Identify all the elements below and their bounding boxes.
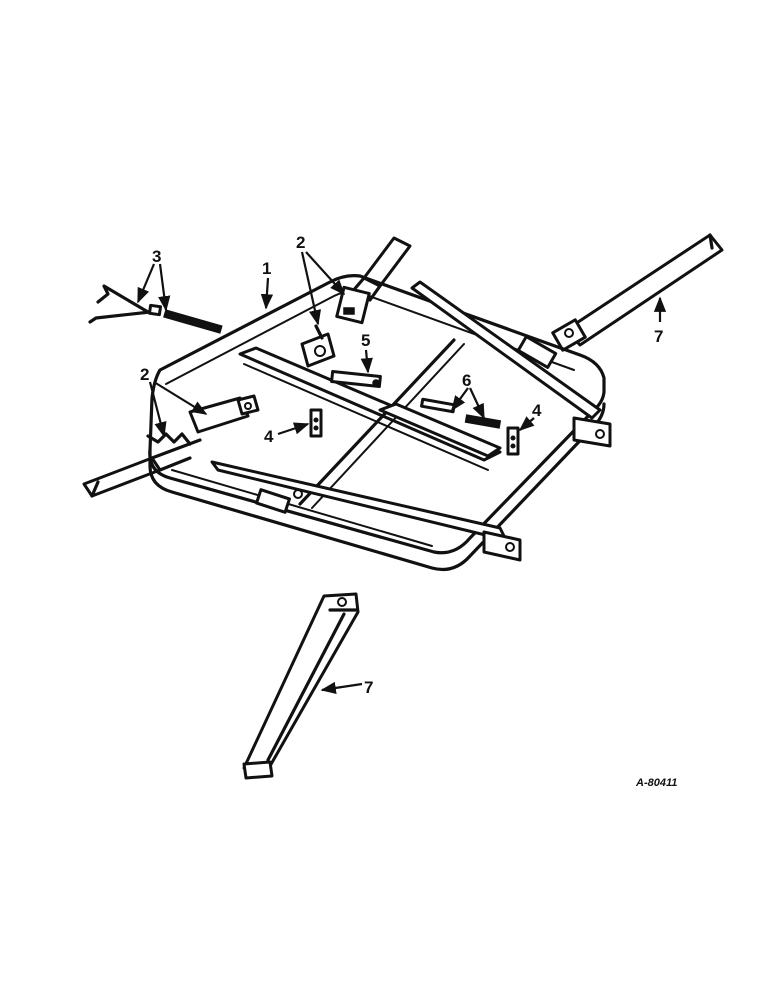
- callouts: 1 2 2 3 4 4 5 6 7 7: [140, 233, 663, 697]
- callout-4-left: 4: [264, 427, 274, 446]
- bracket-upper: [300, 285, 371, 368]
- callout-2-left: 2: [140, 365, 149, 384]
- frame-cross-members: [238, 338, 502, 509]
- brace-bar-front: [210, 460, 508, 542]
- stud-left: [309, 408, 323, 438]
- stud-right: [506, 426, 520, 456]
- callout-6: 6: [462, 371, 471, 390]
- callout-7-front: 7: [364, 678, 373, 697]
- runner-tube-front: [242, 592, 360, 780]
- spring: [163, 309, 223, 334]
- callout-5: 5: [361, 331, 370, 350]
- callout-1: 1: [262, 259, 271, 278]
- leader-lines: [136, 251, 667, 695]
- side-brackets: [482, 416, 612, 562]
- brace-bar-top: [410, 280, 602, 420]
- callout-2-upper: 2: [296, 233, 305, 252]
- callout-4-right: 4: [532, 401, 542, 420]
- runner-tube-left: [82, 438, 202, 498]
- crank-rod-and-spring: [88, 284, 223, 334]
- callout-7-right: 7: [654, 327, 663, 346]
- pin-part-5: [330, 370, 382, 388]
- runner-tube-right: [551, 233, 724, 352]
- drawing-reference-number: A-80411: [635, 777, 677, 789]
- bracket-left: [146, 394, 260, 446]
- callout-3: 3: [152, 247, 161, 266]
